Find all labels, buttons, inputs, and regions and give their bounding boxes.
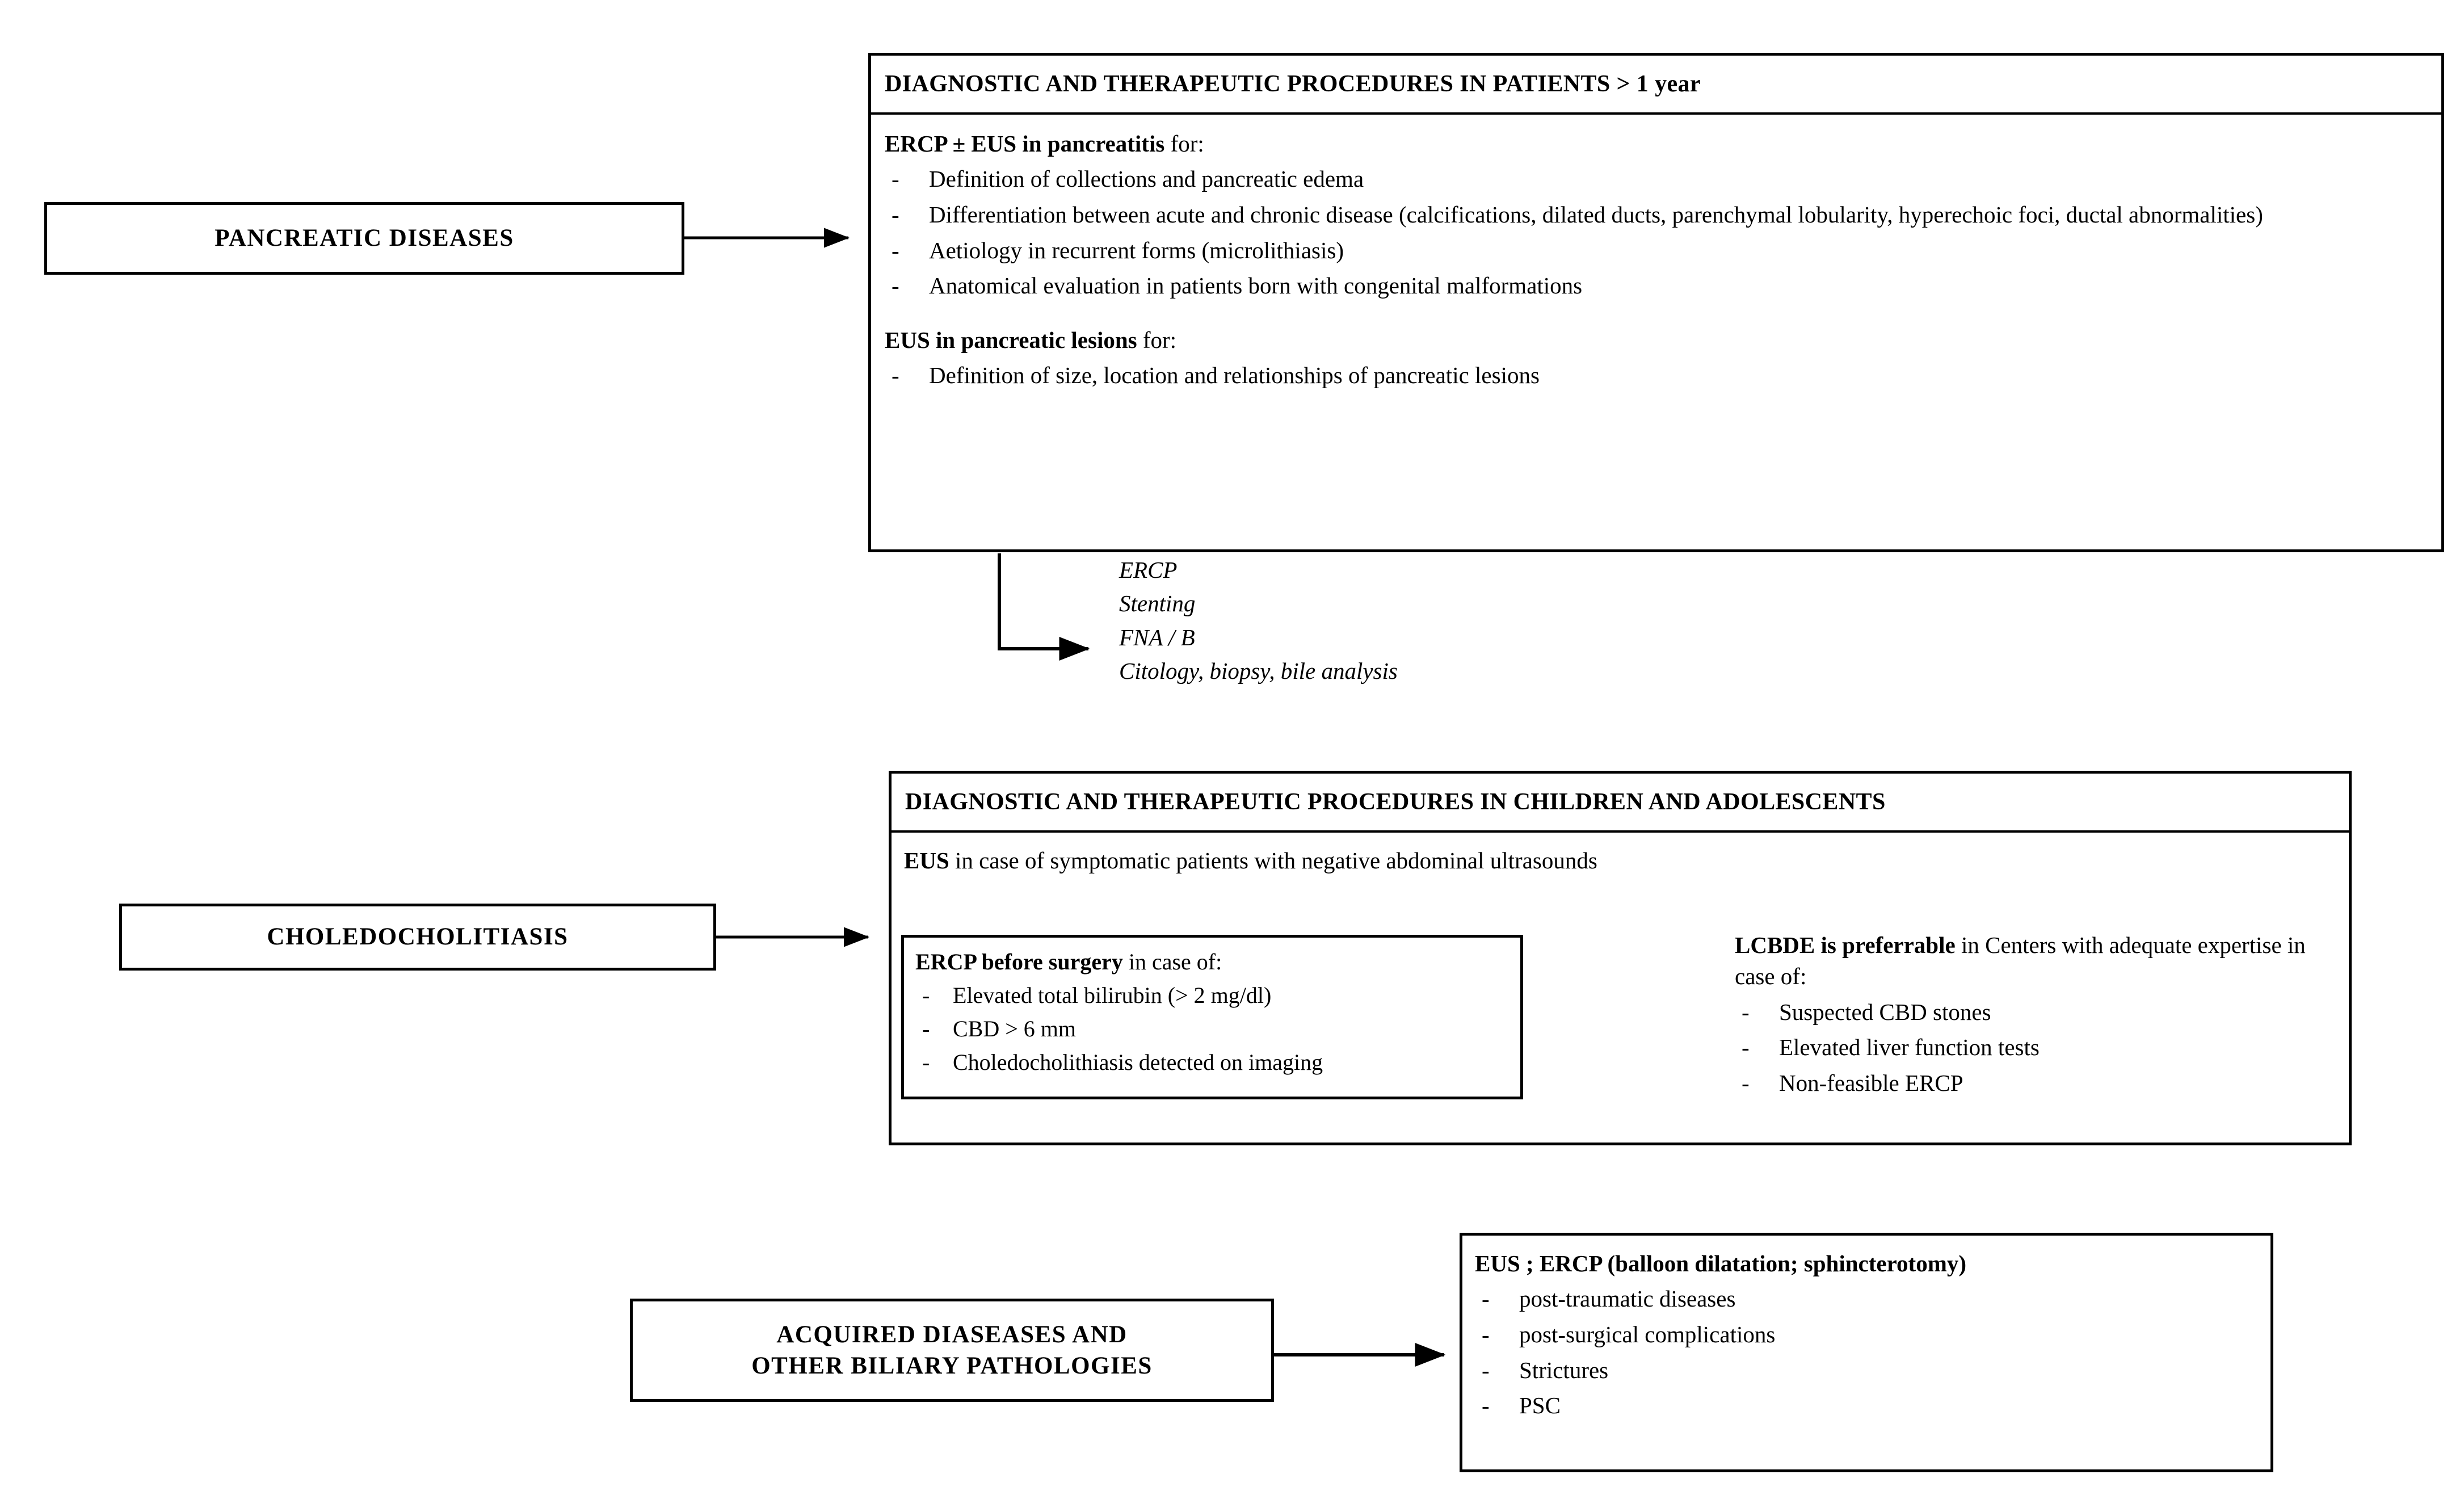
biliary-bullets: post-traumatic diseases post-surgical co… [1475,1283,2260,1421]
procedures-note-line: Citology, biopsy, bile analysis [1119,658,1398,684]
lcbde-lead-rest: in Centers with adequate expertise in ca… [1735,932,2306,990]
adults-section1-lead: ERCP ± EUS in pancreatitis for: [885,128,2429,159]
node-pancreatic-diseases-label: PANCREATIC DISEASES [215,225,514,252]
node-choledocholitiasis-label: CHOLEDOCHOLITIASIS [267,923,569,951]
panel-children-body: EUS in case of symptomatic patients with… [892,833,2349,899]
list-item: Strictures [1475,1354,2260,1387]
children-lead-bold: EUS [904,847,949,873]
list-item: Anatomical evaluation in patients born w… [885,270,2429,302]
ercp-subbox-lead: ERCP before surgery in case of: [915,947,1510,977]
procedures-note-line: ERCP [1119,557,1178,583]
adults-section1-lead-rest: for: [1164,131,1204,157]
adults-section1-bullets: Definition of collections and pancreatic… [885,163,2429,301]
procedures-note: ERCP Stenting FNA / B Citology, biopsy, … [1119,553,1743,688]
node-acquired-diseases[interactable]: ACQUIRED DIASEASES AND OTHER BILIARY PAT… [630,1299,1274,1402]
node-pancreatic-diseases[interactable]: PANCREATIC DISEASES [44,202,684,275]
subbox-ercp-before-surgery: ERCP before surgery in case of: Elevated… [901,935,1523,1099]
adults-section2-bullets: Definition of size, location and relatio… [885,359,2429,392]
list-item: Suspected CBD stones [1735,996,2336,1028]
panel-adults-body: ERCP ± EUS in pancreatitis for: Definiti… [871,115,2441,406]
block-lcbde: LCBDE is preferrable in Centers with ade… [1735,930,2336,1102]
ercp-subbox-lead-bold: ERCP before surgery [915,949,1123,975]
panel-adults-header: DIAGNOSTIC AND THERAPEUTIC PROCEDURES IN… [871,56,2441,115]
biliary-lead-bold: EUS ; ERCP (balloon dilatation; sphincte… [1475,1250,1967,1276]
list-item: CBD > 6 mm [915,1013,1510,1044]
list-item: PSC [1475,1389,2260,1422]
list-item: Definition of collections and pancreatic… [885,163,2429,195]
list-item: Elevated liver function tests [1735,1031,2336,1064]
list-item: post-surgical complications [1475,1318,2260,1351]
list-item: Definition of size, location and relatio… [885,359,2429,392]
list-item: Aetiology in recurrent forms (microlithi… [885,234,2429,267]
panel-children-header: DIAGNOSTIC AND THERAPEUTIC PROCEDURES IN… [892,774,2349,833]
panel-biliary: EUS ; ERCP (balloon dilatation; sphincte… [1460,1233,2273,1472]
biliary-lead: EUS ; ERCP (balloon dilatation; sphincte… [1475,1248,2260,1279]
lcbde-lead: LCBDE is preferrable in Centers with ade… [1735,930,2336,993]
list-item: post-traumatic diseases [1475,1283,2260,1315]
adults-section2-lead-rest: for: [1137,326,1177,353]
list-item: Differentiation between acute and chroni… [885,199,2429,231]
list-item: Choledocholithiasis detected on imaging [915,1047,1510,1078]
section-spacer [885,305,2429,325]
adults-section2-lead: EUS in pancreatic lesions for: [885,325,2429,356]
arrow-adults-to-procedures [998,553,1090,661]
lcbde-lead-bold: LCBDE is preferrable [1735,932,1956,958]
lcbde-bullets: Suspected CBD stones Elevated liver func… [1735,996,2336,1099]
ercp-subbox-lead-rest: in case of: [1122,949,1222,975]
list-item: Non-feasible ERCP [1735,1067,2336,1099]
adults-section2-lead-bold: EUS in pancreatic lesions [885,326,1137,353]
panel-biliary-body: EUS ; ERCP (balloon dilatation; sphincte… [1462,1236,2270,1433]
children-lead: EUS in case of symptomatic patients with… [904,845,2337,876]
children-lead-rest: in case of symptomatic patients with neg… [949,847,1597,873]
procedures-note-line: FNA / B [1119,624,1195,650]
adults-section1-lead-bold: ERCP ± EUS in pancreatitis [885,131,1165,157]
panel-adults: DIAGNOSTIC AND THERAPEUTIC PROCEDURES IN… [868,53,2444,552]
node-acquired-diseases-line2: OTHER BILIARY PATHOLOGIES [751,1353,1153,1379]
list-item: Elevated total bilirubin (> 2 mg/dl) [915,980,1510,1011]
node-acquired-diseases-line1: ACQUIRED DIASEASES AND [776,1321,1128,1348]
procedures-note-line: Stenting [1119,590,1196,617]
ercp-subbox-bullets: Elevated total bilirubin (> 2 mg/dl) CBD… [915,980,1510,1078]
node-choledocholitiasis[interactable]: CHOLEDOCHOLITIASIS [119,904,716,971]
